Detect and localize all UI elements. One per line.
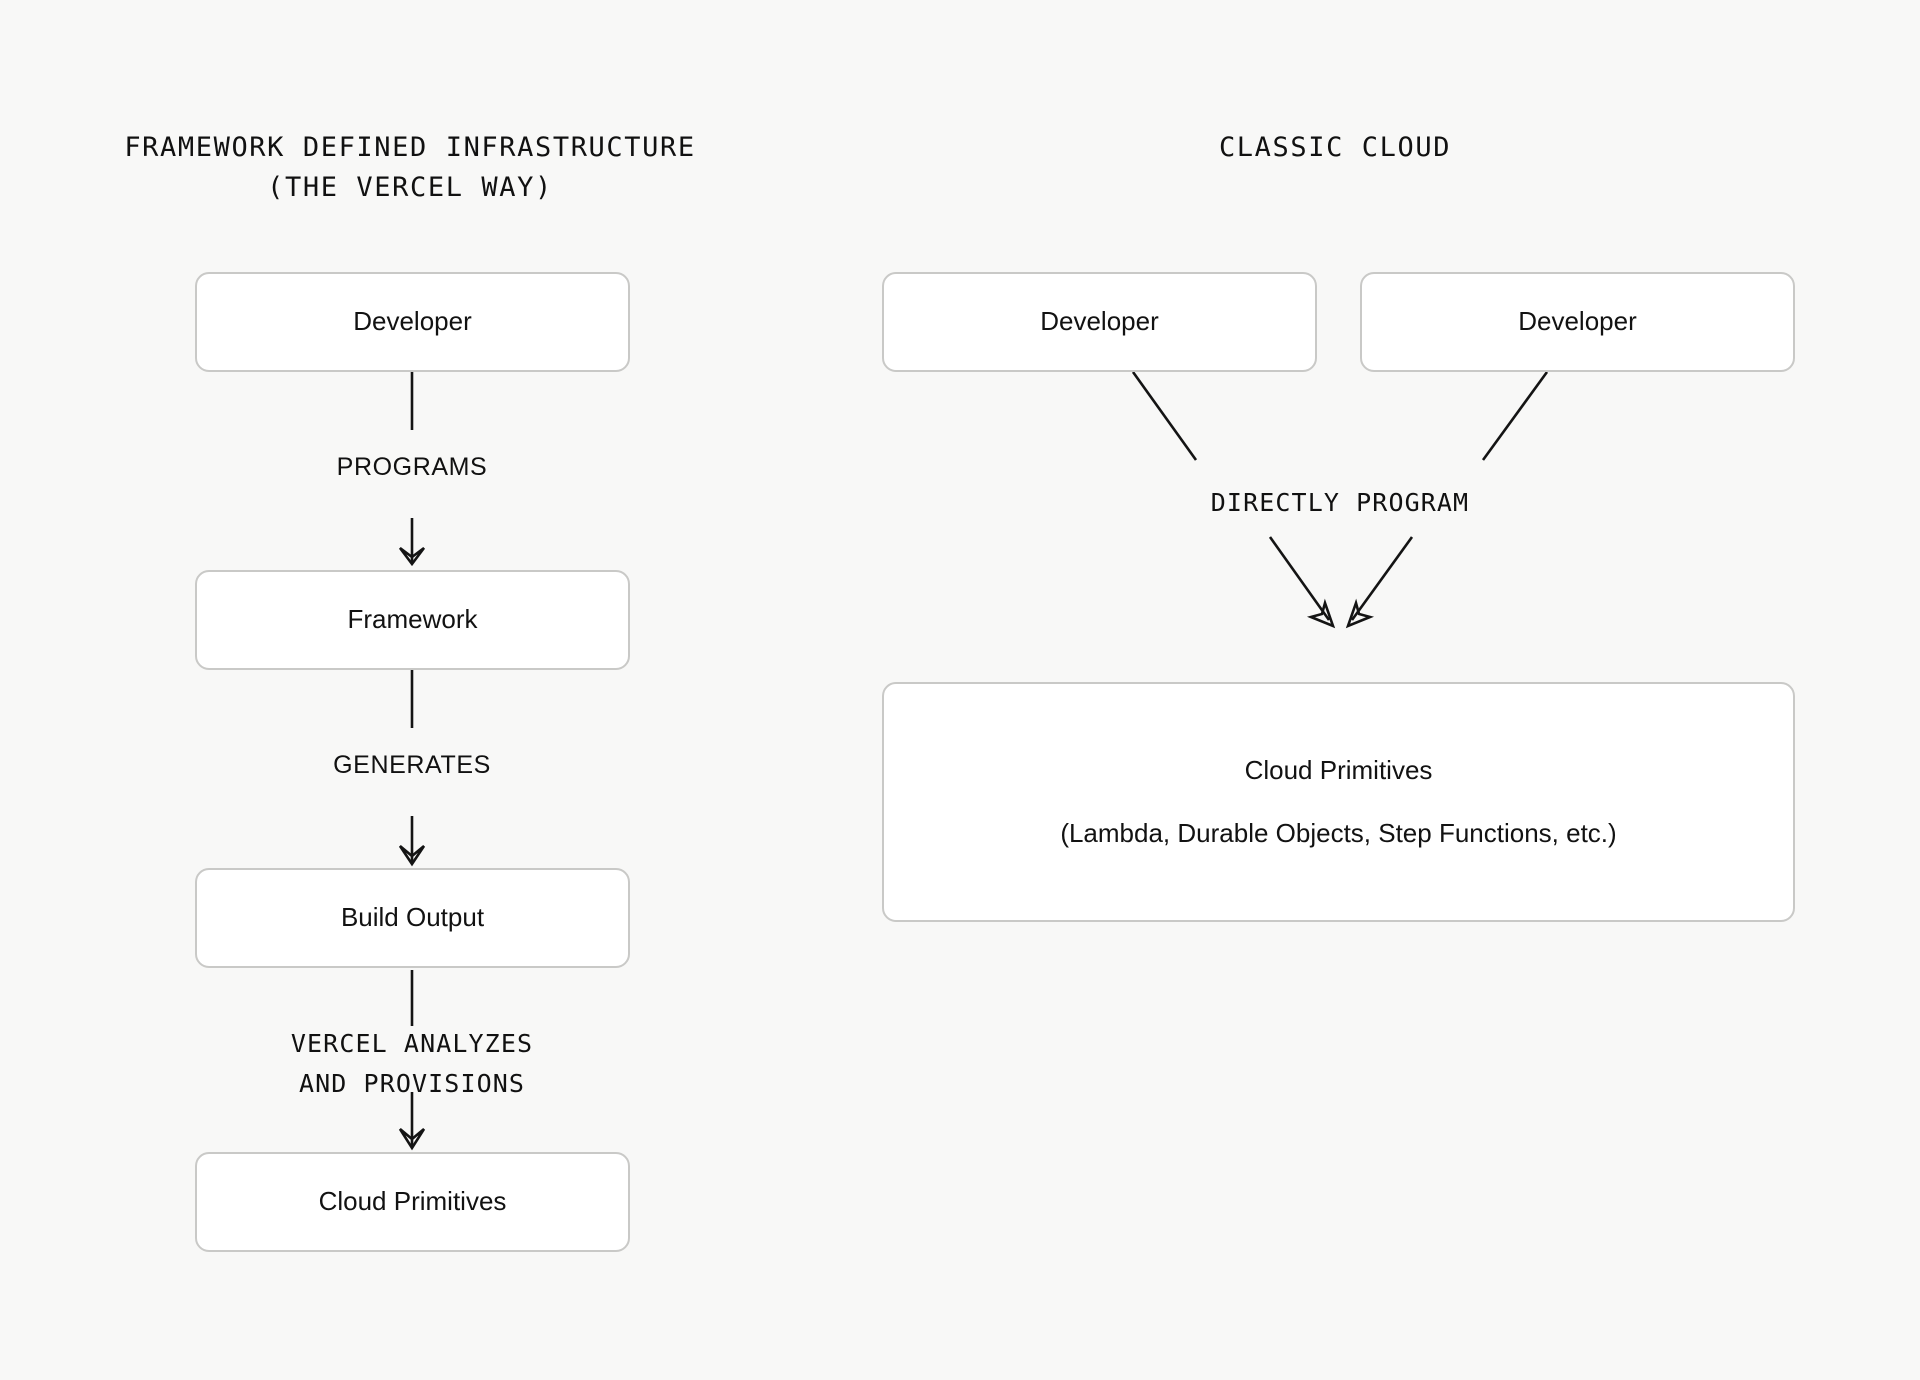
- node-developer-classic-right[interactable]: Developer: [1360, 272, 1795, 372]
- node-label: Framework: [347, 604, 478, 635]
- arrowhead-developer-left-lower: [1306, 598, 1336, 629]
- node-label: Cloud Primitives: [318, 1186, 507, 1217]
- edge-label-programs: PROGRAMS: [336, 453, 488, 481]
- node-label: Developer: [1518, 306, 1637, 337]
- connector-developer-right-upper: [1481, 371, 1549, 461]
- node-build-output-fdi[interactable]: Build Output: [195, 868, 630, 968]
- node-label: Build Output: [340, 902, 485, 933]
- connector-developer-left-lower-shaft: [1268, 536, 1331, 621]
- column-title-framework-defined-infrastructure: FRAMEWORK DEFINED INFRASTRUCTURE (THE VE…: [124, 132, 696, 203]
- node-cloud-primitives-classic[interactable]: Cloud Primitives (Lambda, Durable Object…: [882, 682, 1795, 922]
- edge-label-generates: GENERATES: [333, 751, 491, 779]
- connector-developer-left-upper: [1131, 371, 1198, 461]
- node-label: Developer: [353, 306, 472, 337]
- edge-label-vercel-analyzes-and-provisions: VERCEL ANALYZES AND PROVISIONS: [290, 1029, 534, 1098]
- node-developer-classic-left[interactable]: Developer: [882, 272, 1317, 372]
- column-title-classic-cloud: CLASSIC CLOUD: [1218, 132, 1452, 163]
- arrowhead-developer-right-lower: [1345, 598, 1375, 629]
- node-cloud-primitives-fdi[interactable]: Cloud Primitives: [195, 1152, 630, 1252]
- edge-label-directly-program: DIRECTLY PROGRAM: [1210, 488, 1470, 517]
- arrowhead-framework-build: [398, 845, 426, 867]
- node-developer-fdi[interactable]: Developer: [195, 272, 630, 372]
- connector-developer-right-lower-shaft: [1350, 536, 1414, 621]
- node-label: Cloud Primitives: [1244, 754, 1433, 785]
- node-framework-fdi[interactable]: Framework: [195, 570, 630, 670]
- arrowhead-developer-framework: [398, 546, 426, 567]
- arrowhead-build-cloud: [398, 1128, 426, 1151]
- node-sublabel: (Lambda, Durable Objects, Step Functions…: [1060, 818, 1617, 848]
- node-label: Developer: [1040, 306, 1159, 337]
